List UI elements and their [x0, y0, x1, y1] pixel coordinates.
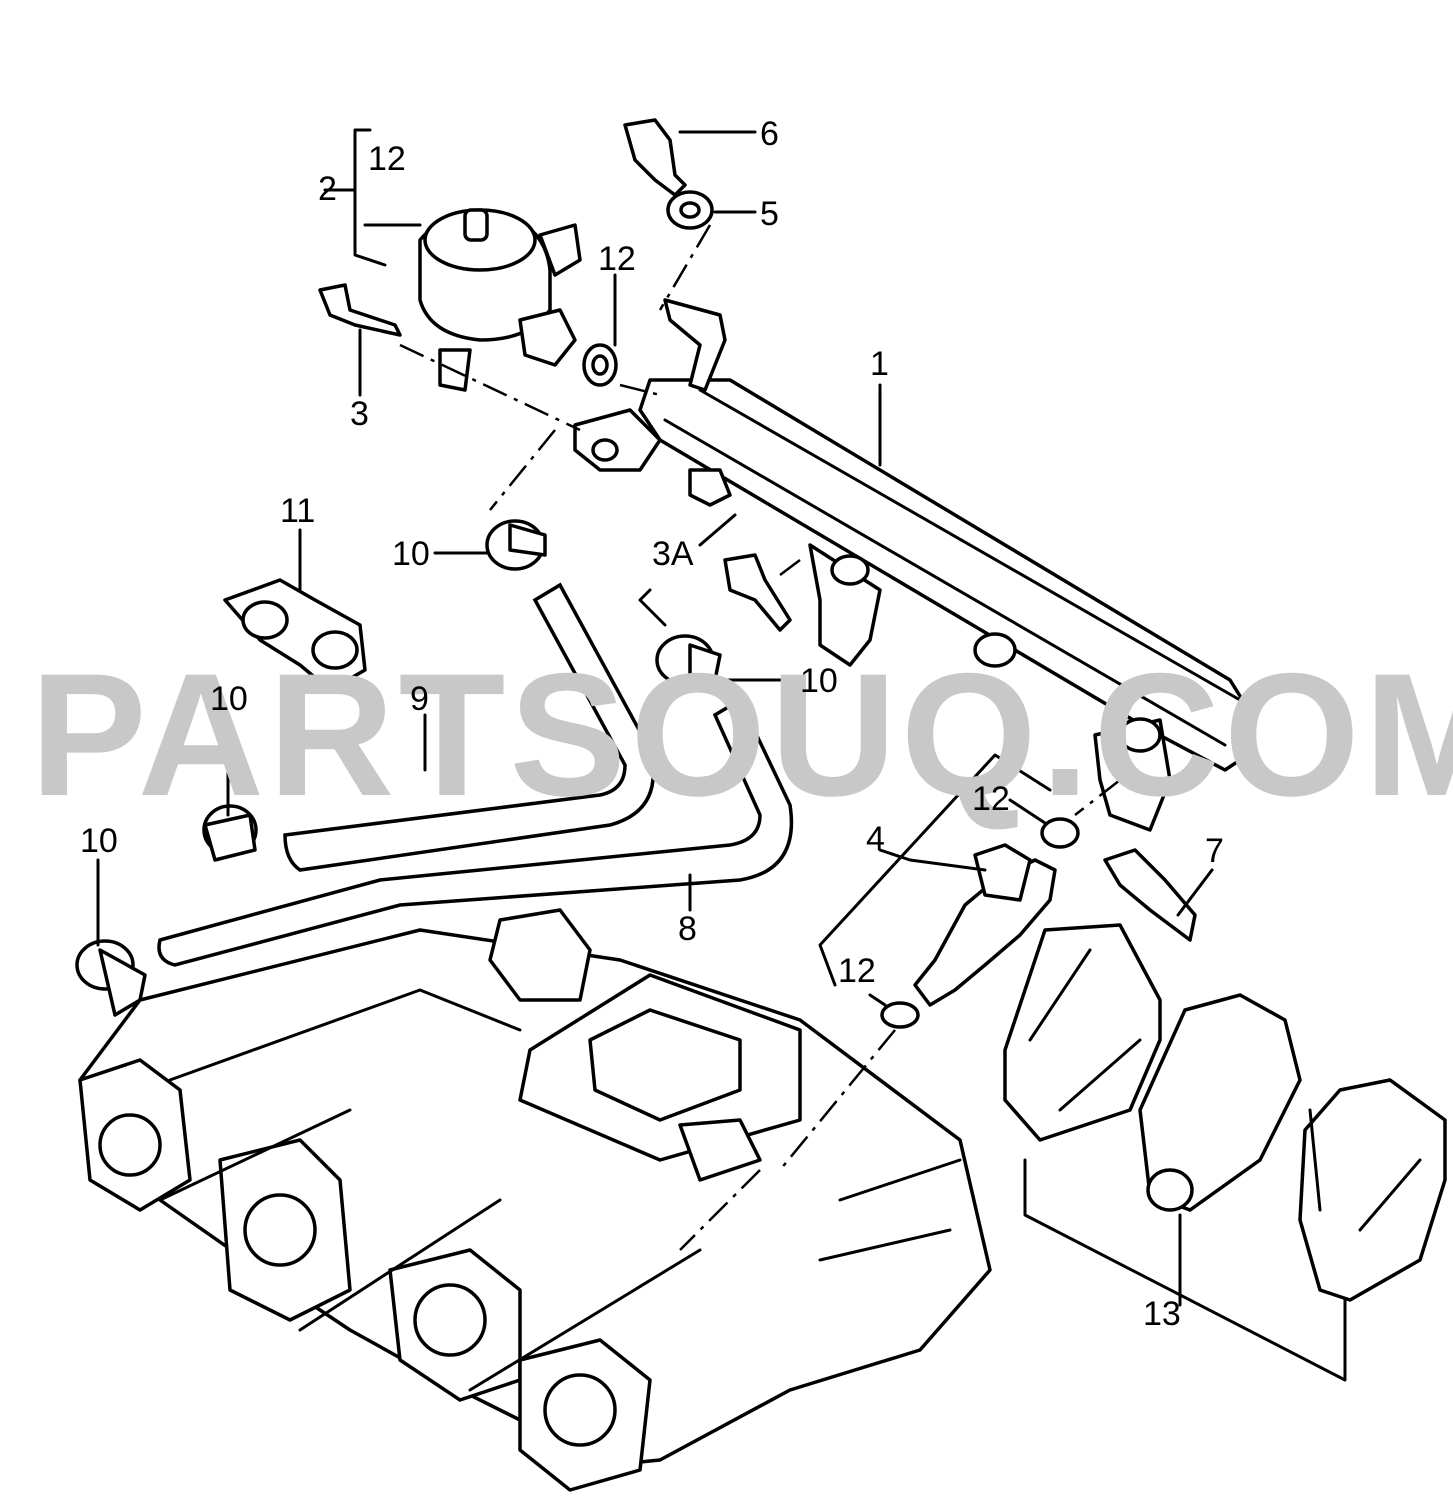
clamp-10-far-left	[75, 939, 147, 1017]
callout-6: 6	[760, 115, 779, 153]
callout-10-mid: 10	[800, 662, 838, 700]
callout-12-regulator: 12	[368, 140, 406, 178]
washer-5	[666, 190, 714, 230]
callout-13: 13	[1143, 1295, 1181, 1333]
callout-9: 9	[410, 680, 429, 718]
watermark-text: PARTSOUQ.COM	[30, 638, 1453, 833]
bolt-6	[623, 118, 687, 197]
callout-1: 1	[870, 345, 889, 383]
intake-manifold	[78, 908, 992, 1492]
clamp-10-left	[202, 804, 258, 862]
bolt-3a	[723, 553, 792, 632]
retainer-clip-7	[1103, 848, 1197, 942]
callout-8: 8	[678, 910, 697, 948]
cover-13-middle	[1138, 993, 1302, 1212]
callout-7: 7	[1205, 832, 1224, 870]
seal-ring-12-lower	[880, 1001, 920, 1029]
hose-8	[157, 697, 794, 967]
callout-10-left: 10	[210, 680, 248, 718]
callout-10-far-left: 10	[80, 822, 118, 860]
fuel-injector	[913, 843, 1057, 1007]
clamp-10-mid	[655, 634, 722, 686]
bracket	[663, 298, 727, 392]
callout-5: 5	[760, 195, 779, 233]
seal-ring-12	[582, 343, 618, 387]
callout-10-top: 10	[392, 535, 430, 573]
callout-2: 2	[318, 170, 337, 208]
double-clamp-11	[223, 578, 367, 692]
pressure-regulator	[418, 208, 582, 392]
clamp-10-top	[485, 519, 547, 571]
leader-lines	[96, 128, 1347, 1382]
cover-13-left	[1003, 923, 1162, 1142]
callout-labels: 12 2 6 5 12 3 1 11 10 3A 10 9 10 10 8 12…	[80, 115, 1224, 1333]
callout-11: 11	[280, 492, 315, 530]
seal-ring-12-upper	[1040, 817, 1080, 849]
callout-12-injector-upper: 12	[972, 780, 1010, 818]
callout-12-injector-lower: 12	[838, 952, 876, 990]
cover-13-right	[1298, 1078, 1447, 1302]
callout-3: 3	[350, 395, 369, 433]
callout-4: 4	[866, 820, 885, 858]
callout-3a: 3A	[652, 535, 694, 573]
callout-12-seal: 12	[598, 240, 636, 278]
fuel-rail	[573, 378, 1257, 832]
hose-9	[283, 582, 655, 872]
bolt-3	[318, 283, 402, 337]
